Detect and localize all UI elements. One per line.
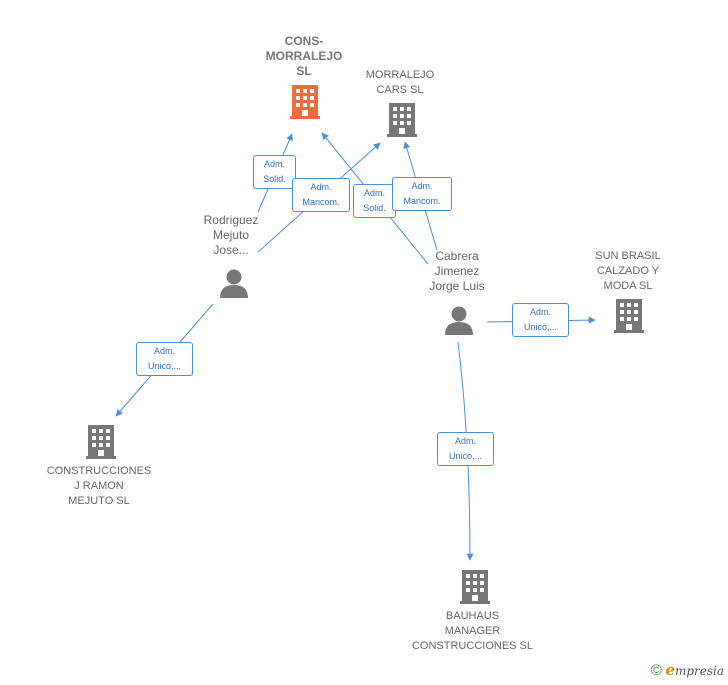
rodriguez-mejuto-jose-label: Rodriguez Mejuto Jose... (203, 213, 259, 257)
edge-label-cabrera-morralejo-cars[interactable]: Adm. Mancom. (392, 177, 452, 211)
sun-brasil-label: SUN BRASIL CALZADO Y MODA SL (595, 250, 661, 292)
copyright-icon: © (650, 662, 662, 679)
building-icon[interactable] (86, 425, 116, 459)
morralejo-cars-label: MORRALEJO CARS SL (365, 69, 435, 96)
cons-morralejo-label: CONS- MORRALEJO SL (265, 34, 343, 78)
edge-label-rodriguez-construcciones[interactable]: Adm. Unico,... (136, 342, 193, 376)
edge-label-cabrera-sun-brasil[interactable]: Adm. Unico,... (512, 303, 569, 337)
empresia-logo: empresia (665, 661, 724, 679)
cabrera-jimenez-jorge-luis-label: Cabrera Jimenez Jorge Luis (429, 249, 485, 293)
person-icon[interactable] (443, 305, 475, 335)
building-icon[interactable] (290, 85, 320, 119)
building-icon[interactable] (460, 570, 490, 604)
bauhaus-manager-construcciones-label: BAUHAUS MANAGER CONSTRUCCIONES SL (411, 610, 534, 652)
edge-label-rodriguez-cons-morralejo[interactable]: Adm. Solid. (253, 155, 296, 189)
building-icon[interactable] (387, 103, 417, 137)
edge-label-cabrera-bauhaus[interactable]: Adm. Unico,... (437, 432, 494, 466)
construcciones-j-ramon-mejuto-label: CONSTRUCCIONES J RAMON MEJUTO SL (46, 465, 152, 507)
building-icon[interactable] (614, 299, 644, 333)
edge-label-cabrera-cons-morralejo[interactable]: Adm. Solid. (353, 184, 396, 218)
person-icon[interactable] (218, 268, 250, 298)
edge-label-rodriguez-morralejo-cars[interactable]: Adm. Mancom. (292, 178, 350, 212)
footer-branding: © empresia (651, 661, 724, 679)
